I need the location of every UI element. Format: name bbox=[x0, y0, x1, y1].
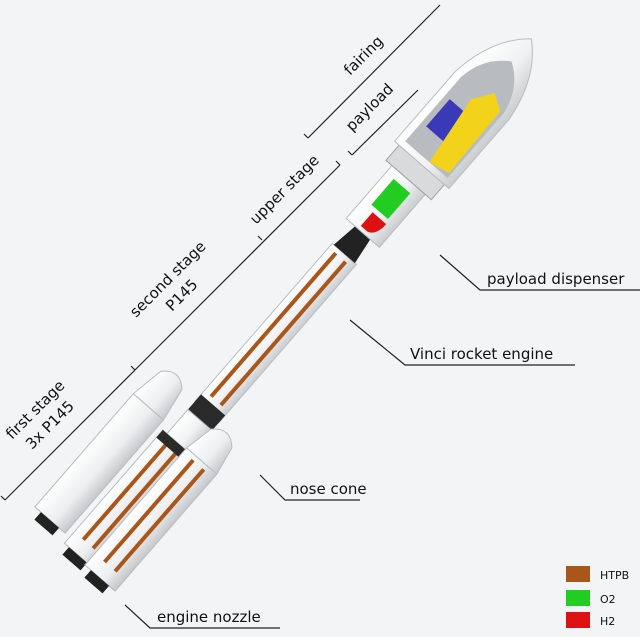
label-engine-nozzle: engine nozzle bbox=[157, 608, 261, 626]
satellite bbox=[426, 99, 470, 144]
htpb-grain bbox=[219, 260, 348, 407]
label-payload-dispenser: payload dispenser bbox=[487, 270, 625, 288]
legend-swatch-h2 bbox=[566, 612, 590, 628]
legend-label-htpb: HTPB bbox=[600, 569, 629, 582]
legend-swatch-o2 bbox=[566, 590, 590, 606]
vinci-engine bbox=[333, 226, 371, 264]
booster-2 bbox=[62, 429, 191, 571]
label-payload: payload bbox=[342, 80, 397, 135]
legend-swatch-htpb bbox=[566, 566, 590, 582]
booster-3 bbox=[84, 428, 233, 594]
second-stage-body bbox=[193, 242, 358, 424]
callout-engine-nozzle bbox=[124, 604, 280, 629]
bracket-second-stage bbox=[134, 160, 341, 371]
callout-vinci-engine bbox=[349, 319, 575, 366]
bracket-payload bbox=[347, 89, 419, 156]
label-fairing: fairing bbox=[340, 32, 387, 79]
h2-tank bbox=[360, 212, 387, 233]
legend-label-h2: H2 bbox=[600, 615, 615, 628]
dispenser-adapter bbox=[429, 93, 501, 173]
o2-tank bbox=[371, 178, 411, 220]
label-vinci-engine: Vinci rocket engine bbox=[410, 345, 553, 363]
bracket-tick bbox=[257, 235, 263, 241]
interstage-ring bbox=[187, 394, 226, 431]
booster-1 bbox=[34, 370, 183, 536]
label-nose-cone: nose cone bbox=[290, 480, 367, 498]
bracket-fairing bbox=[303, 4, 441, 139]
core-vehicle bbox=[160, 38, 533, 462]
legend: HTPB O2 H2 bbox=[566, 566, 629, 628]
bracket-first-stage bbox=[0, 365, 136, 501]
callout-nose-cone bbox=[259, 474, 360, 501]
legend-label-o2: O2 bbox=[600, 593, 616, 606]
label-upper-stage: upper stage bbox=[246, 151, 323, 228]
callout-payload-dispenser bbox=[439, 254, 640, 291]
htpb-grain bbox=[209, 251, 338, 398]
